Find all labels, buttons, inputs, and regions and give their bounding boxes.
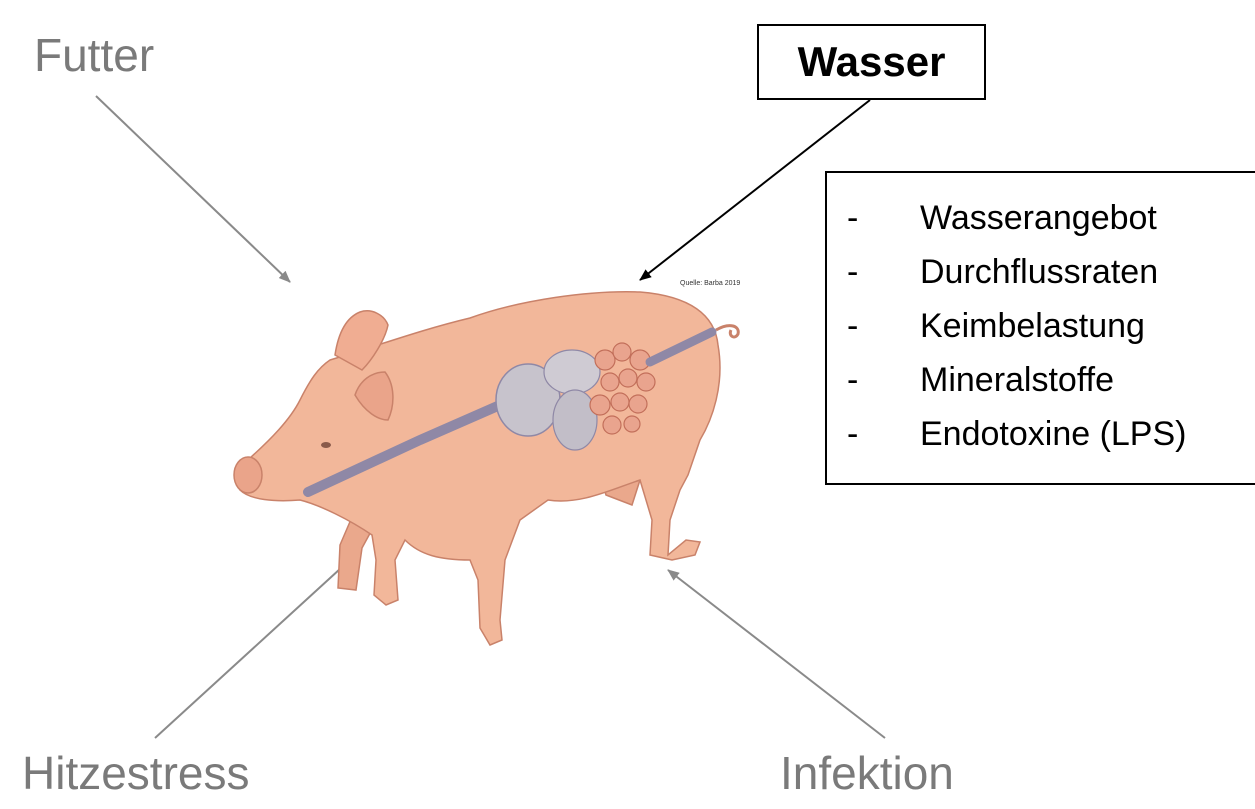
wasser-box: Wasser	[757, 24, 986, 100]
list-item: -Keimbelastung	[827, 299, 1255, 353]
pig-tail	[716, 326, 738, 337]
list-bullet: -	[827, 415, 920, 454]
pig-organ-1	[544, 350, 600, 394]
pig-snout	[234, 457, 262, 493]
list-item-text: Wasserangebot	[920, 199, 1157, 238]
list-item-text: Mineralstoffe	[920, 361, 1114, 400]
water-factors-list: -Wasserangebot -Durchflussraten -Keimbel…	[827, 173, 1255, 461]
list-item: -Wasserangebot	[827, 191, 1255, 245]
pig-illustration	[234, 292, 738, 645]
infektion-arrow	[668, 570, 885, 738]
list-item: -Durchflussraten	[827, 245, 1255, 299]
list-bullet: -	[827, 199, 920, 238]
source-credit: Quelle: Barba 2019	[680, 280, 740, 287]
list-item: -Mineralstoffe	[827, 353, 1255, 407]
list-item-text: Durchflussraten	[920, 253, 1158, 292]
list-bullet: -	[827, 361, 920, 400]
pig-organ-2	[553, 390, 597, 450]
pig-body	[236, 292, 720, 645]
water-factors-box: -Wasserangebot -Durchflussraten -Keimbel…	[825, 171, 1255, 485]
futter-arrow	[96, 96, 290, 282]
infektion-label: Infektion	[780, 750, 954, 796]
list-item-text: Endotoxine (LPS)	[920, 415, 1187, 454]
futter-label: Futter	[34, 32, 154, 78]
list-bullet: -	[827, 307, 920, 346]
list-item-text: Keimbelastung	[920, 307, 1145, 346]
list-item: -Endotoxine (LPS)	[827, 407, 1255, 461]
hitzestress-arrow	[155, 558, 352, 738]
list-bullet: -	[827, 253, 920, 292]
hitzestress-label: Hitzestress	[22, 750, 249, 796]
pig-eye	[321, 442, 331, 448]
wasser-label: Wasser	[798, 38, 946, 86]
